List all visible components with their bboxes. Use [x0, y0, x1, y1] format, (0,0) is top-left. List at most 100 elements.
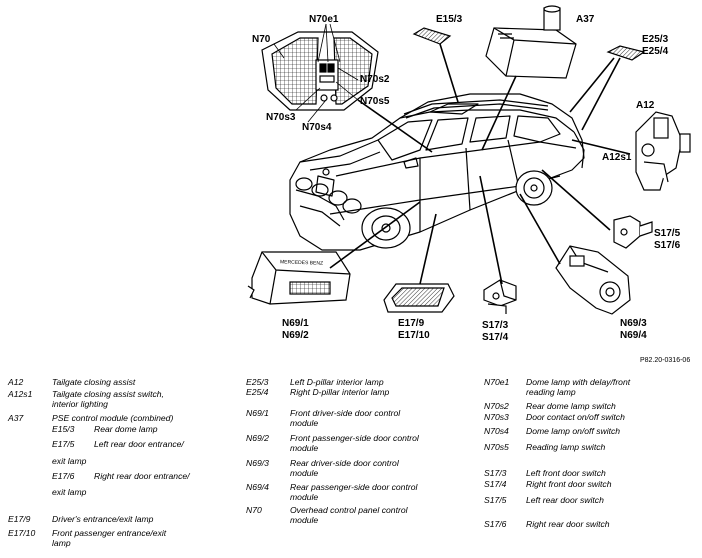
legend-code: S17/6 — [484, 519, 507, 529]
legend-desc: Left rear door switch — [526, 495, 604, 505]
a37-pse-module — [485, 5, 577, 79]
legend-desc: Left front door switch — [526, 468, 606, 478]
legend-item: N69/4 Rear passenger-side door control m… — [246, 482, 476, 504]
callout-e25-4: E25/4 — [642, 46, 669, 57]
legend-code: E17/5 — [52, 439, 75, 449]
legend-code: N70s5 — [484, 442, 509, 452]
legend-item: N69/2 Front passenger-side door control … — [246, 433, 476, 455]
legend-desc: Rear dome lamp switch — [526, 401, 616, 411]
legend-desc: Reading lamp switch — [526, 442, 606, 452]
legend-desc: Front driver-side door control — [290, 408, 401, 418]
legend-desc-2: module — [290, 492, 319, 502]
n70-pointer-lines — [273, 23, 359, 123]
a12-tailgate-assist — [635, 111, 691, 191]
legend-code: N69/3 — [246, 458, 269, 468]
callout-a12: A12 — [636, 100, 655, 111]
s17-3-switch — [483, 279, 517, 314]
figure-reference: P82.20-0316-06 — [640, 357, 691, 364]
e15-3-lamp — [412, 27, 452, 45]
legend-desc: Door contact on/off switch — [526, 412, 625, 422]
legend-desc-2: exit lamp — [52, 487, 87, 497]
callout-n69-4: N69/4 — [620, 330, 647, 341]
legend-desc: Right D-pillar interior lamp — [290, 387, 390, 397]
callout-a12s1: A12s1 — [602, 152, 632, 163]
n69-1-door-module — [247, 251, 351, 305]
e17-9-lamp — [383, 283, 455, 313]
callout-s17-4: S17/4 — [482, 332, 509, 343]
legend-code: N69/2 — [246, 433, 269, 443]
e25-lamp — [606, 45, 646, 61]
legend-desc: Tailgate closing assist switch, — [52, 389, 164, 399]
legend-code: N70e1 — [484, 377, 510, 387]
callout-n70s3: N70s3 — [266, 112, 296, 123]
legend-item: A12s1 Tailgate closing assist switch, in… — [8, 389, 238, 411]
callout-n70s2: N70s2 — [360, 74, 390, 85]
legend-desc: Driver's entrance/exit lamp — [52, 514, 154, 524]
legend-code: A12 — [8, 377, 24, 387]
legend-desc-2: module — [290, 515, 319, 525]
legend-desc: PSE control module (combined) — [52, 413, 174, 423]
legend-desc: Front passenger entrance/exit — [52, 528, 167, 538]
legend-desc: Overhead control panel control — [290, 505, 408, 515]
legend-item: N69/3 Rear driver-side door control modu… — [246, 458, 476, 480]
n69-3-door-module — [555, 245, 631, 315]
s17-5-switch — [613, 215, 653, 249]
legend-desc: Right rear door entrance/ — [94, 471, 190, 481]
legend-desc-2: exit lamp — [52, 456, 87, 466]
callout-n70e1: N70e1 — [309, 14, 339, 25]
callout-n70: N70 — [252, 34, 271, 45]
callout-n70s4: N70s4 — [302, 122, 332, 133]
legend-desc: Front passenger-side door control — [290, 433, 419, 443]
legend-desc: Tailgate closing assist — [52, 377, 136, 387]
legend-desc-2: interior lighting — [52, 399, 108, 409]
legend-code: S17/5 — [484, 495, 507, 505]
legend-item: N69/1 Front driver-side door control mod… — [246, 408, 476, 430]
legend-code: S17/4 — [484, 479, 507, 489]
legend-item: N70e1 Dome lamp with delay/front reading… — [484, 377, 698, 399]
legend-item: E17/6 Right rear door entrance/ exit lam… — [52, 471, 242, 501]
legend-desc: Left D-pillar interior lamp — [290, 377, 384, 387]
legend-desc: Dome lamp with delay/front — [526, 377, 631, 387]
legend-desc: Rear dome lamp — [94, 424, 158, 434]
legend-code: E17/9 — [8, 514, 31, 524]
legend-code: N70 — [246, 505, 262, 515]
legend-code: N70s3 — [484, 412, 509, 422]
legend-code: S17/3 — [484, 468, 507, 478]
legend-code: E15/3 — [52, 424, 75, 434]
callout-e17-10: E17/10 — [398, 330, 430, 341]
legend-desc: Left rear door entrance/ — [94, 439, 184, 449]
car-illustration — [289, 93, 585, 251]
callout-s17-5: S17/5 — [654, 228, 681, 239]
legend-code: N70s4 — [484, 426, 509, 436]
legend-item: N70 Overhead control panel control modul… — [246, 505, 476, 527]
n70-overhead-panel — [261, 31, 379, 111]
legend-code: E17/10 — [8, 528, 36, 538]
legend-desc: Right front door switch — [526, 479, 612, 489]
legend-code: A37 — [8, 413, 24, 423]
leader-lines — [329, 43, 631, 285]
legend-item: E17/5 Left rear door entrance/ exit lamp — [52, 439, 242, 469]
legend-desc-2: module — [290, 443, 319, 453]
callout-n70s5: N70s5 — [360, 96, 390, 107]
legend-code: N69/1 — [246, 408, 269, 418]
legend-desc-2: module — [290, 418, 319, 428]
callout-n69-1: N69/1 — [282, 318, 309, 329]
legend-code: E25/3 — [246, 377, 269, 387]
legend-desc-2: module — [290, 468, 319, 478]
legend-desc: Dome lamp on/off switch — [526, 426, 621, 436]
legend-code: A12s1 — [8, 389, 33, 399]
callout-e17-9: E17/9 — [398, 318, 425, 329]
callout-s17-3: S17/3 — [482, 320, 509, 331]
legend-code: E25/4 — [246, 387, 269, 397]
callout-n69-2: N69/2 — [282, 330, 309, 341]
callout-s17-6: S17/6 — [654, 240, 681, 251]
legend-desc-2: lamp — [52, 538, 71, 548]
callout-a37: A37 — [576, 14, 595, 25]
legend-code: N70s2 — [484, 401, 509, 411]
callout-e25-3: E25/3 — [642, 34, 669, 45]
legend-desc: Right rear door switch — [526, 519, 610, 529]
callout-n69-3: N69/3 — [620, 318, 647, 329]
legend-code: N69/4 — [246, 482, 269, 492]
